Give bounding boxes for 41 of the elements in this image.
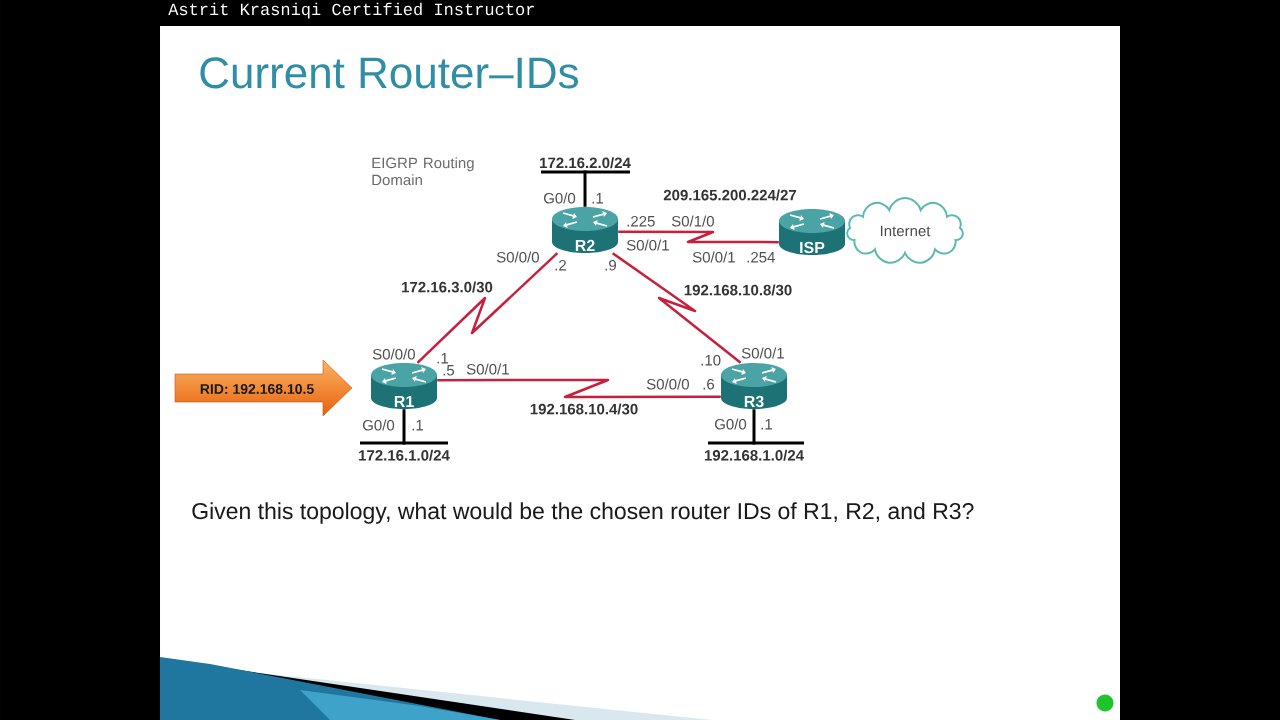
node-label: R1: [394, 395, 414, 407]
lan-segment: 192.168.1.0/24: [704, 441, 804, 461]
interface-label: S0/0/1: [692, 251, 735, 263]
interface-label: .1: [437, 353, 448, 364]
interface-label: G0/0: [714, 418, 747, 430]
router: R1: [371, 363, 437, 409]
network-link: [752, 409, 756, 445]
interface-label: .1: [592, 193, 603, 204]
interface-label: .10: [701, 354, 721, 366]
cloud: Internet: [846, 197, 964, 264]
router: R2: [552, 207, 618, 253]
slide-title: Current Router–IDs: [200, 57, 578, 89]
lan-segment: 172.16.1.0/24: [359, 441, 450, 461]
serial-link: [437, 378, 721, 399]
node-label: R3: [744, 395, 764, 408]
interface-label: .2: [555, 259, 566, 271]
interface-label: .1: [761, 419, 772, 430]
domain-label: EIGRP Routing Domain: [372, 157, 474, 186]
interface-label: .1: [412, 420, 423, 431]
interface-label: S0/1/0: [671, 215, 714, 227]
interface-label: S0/0/1: [626, 239, 669, 251]
interface-label: .9: [605, 259, 616, 271]
interface-label: S0/0/1: [466, 363, 509, 375]
question-text: Given this topology, what would be the chosen router IDs of R1, R2, and R3?: [192, 502, 974, 524]
serial-link: [618, 230, 779, 244]
serial-link: [611, 252, 742, 364]
router: ISP: [779, 209, 845, 255]
interface-label: .5: [443, 365, 455, 376]
lan-segment: 172.16.2.0/24: [540, 157, 631, 174]
router: R3: [721, 363, 787, 409]
interface-label: G0/0: [362, 419, 395, 431]
network-link: [583, 170, 587, 207]
network-link: [402, 409, 406, 445]
interface-label: S0/0/0: [646, 378, 689, 390]
node-label: ISP: [800, 241, 825, 254]
banner-text: Astrit Krasniqi Certified Instructor: [168, 2, 534, 19]
interface-label: S0/0/0: [496, 251, 539, 263]
interface-label: G0/0: [543, 192, 576, 204]
interface-label: .6: [703, 378, 715, 390]
node-label: R2: [575, 239, 595, 251]
serial-link: [416, 252, 559, 364]
